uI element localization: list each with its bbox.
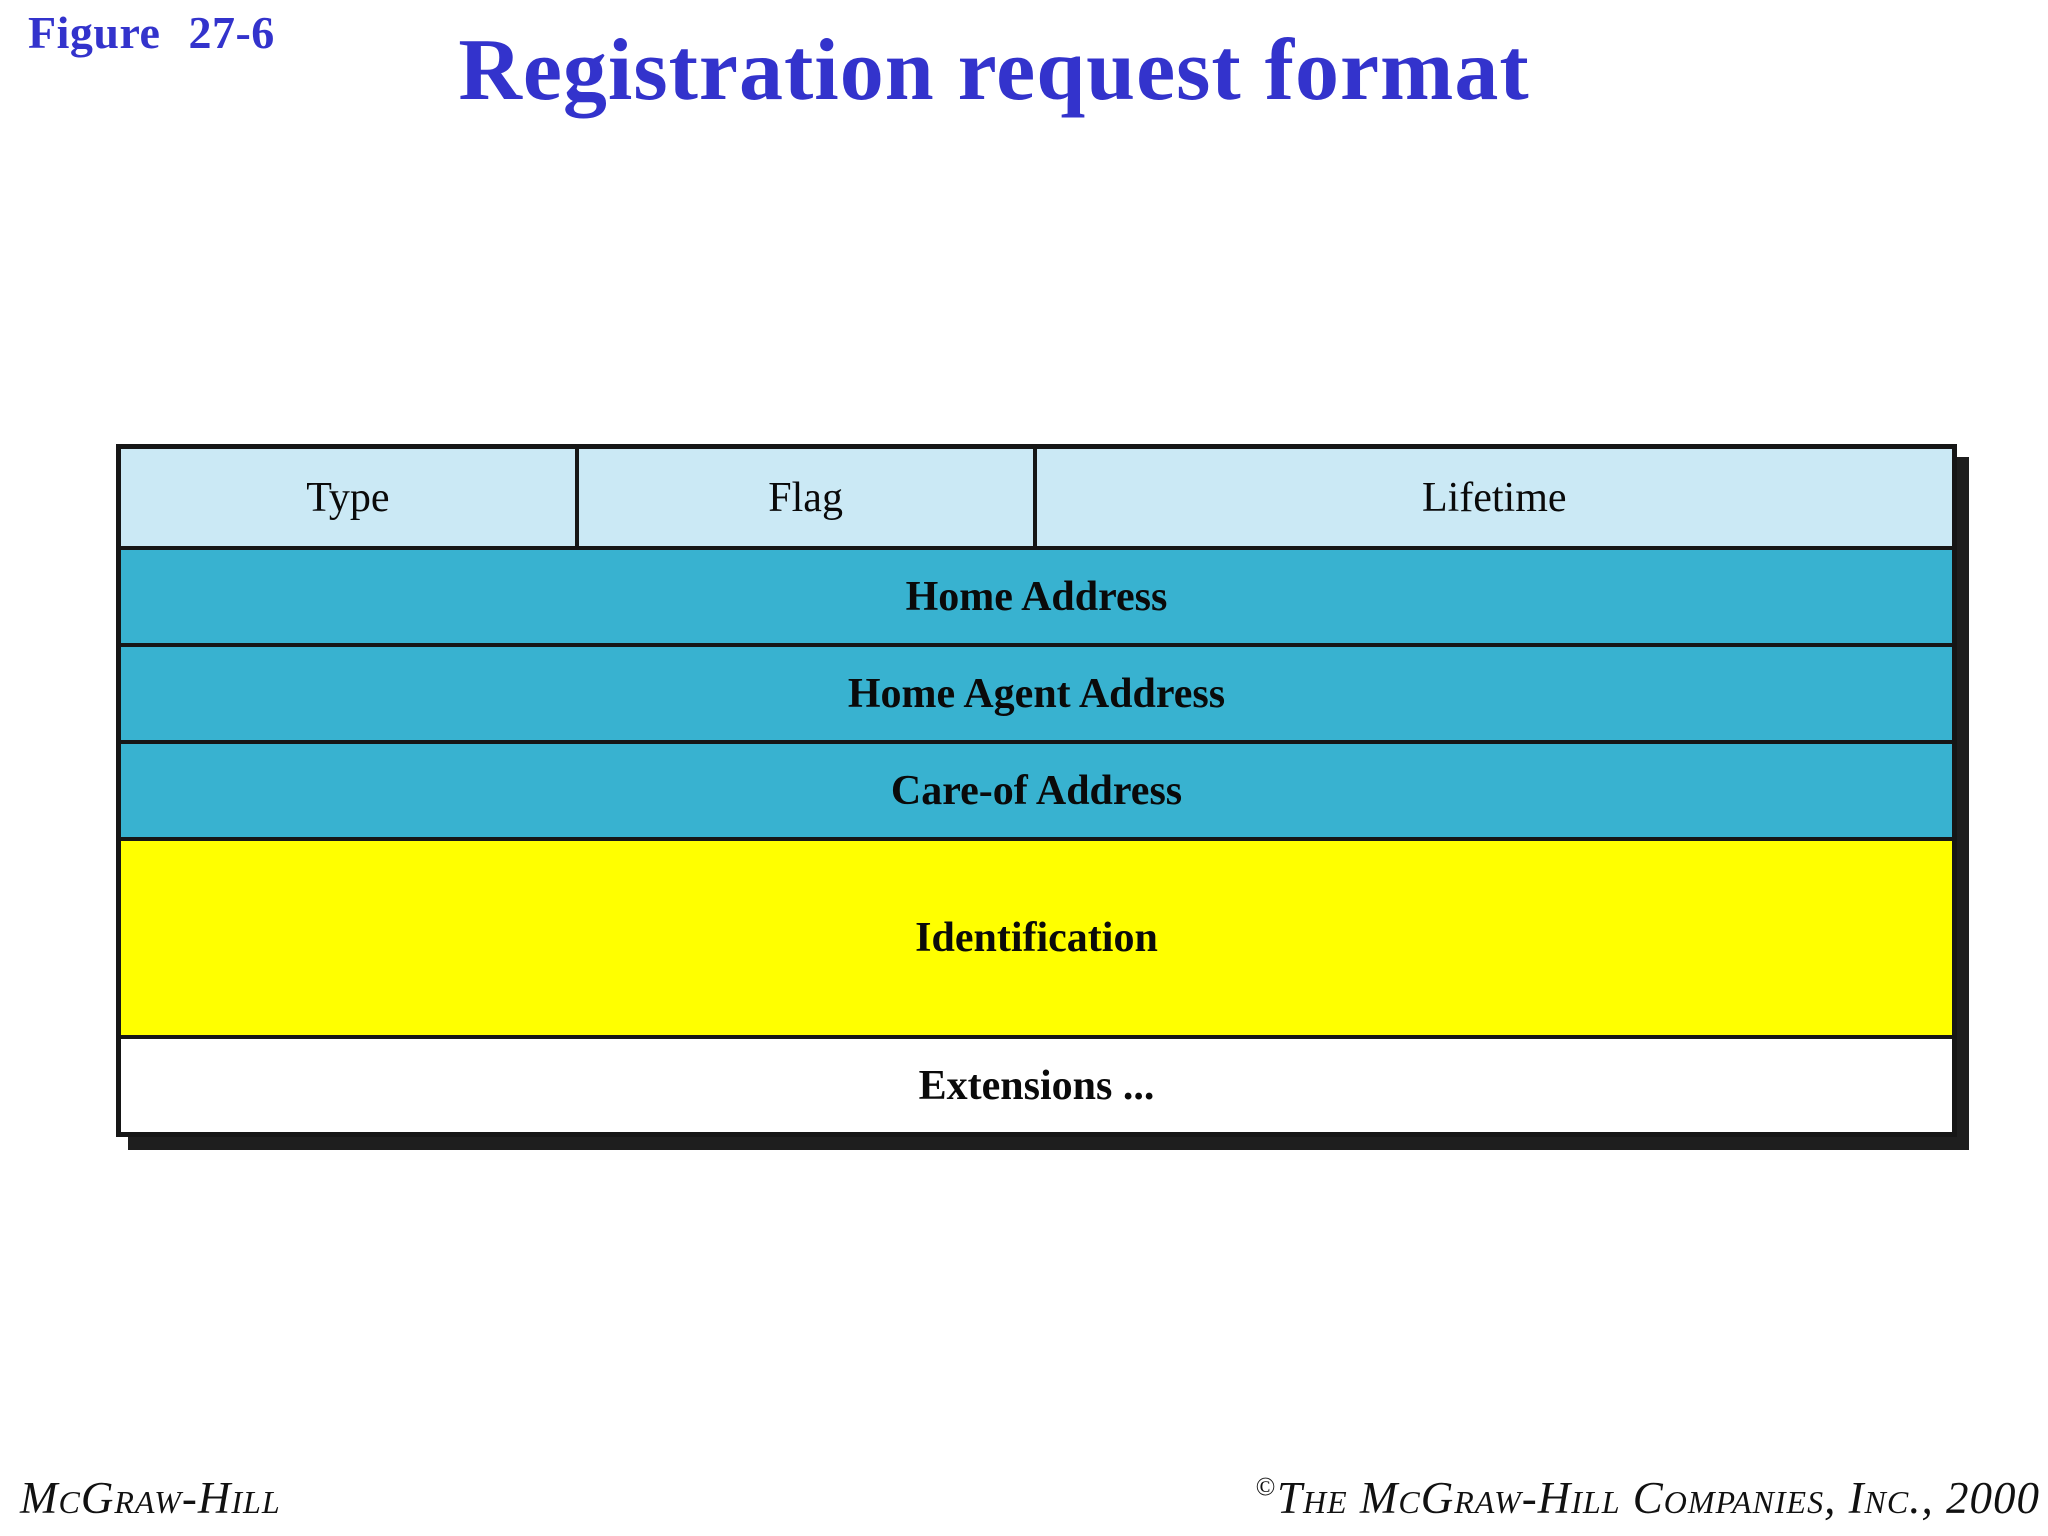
- field-label-lifetime: Lifetime: [1421, 474, 1567, 521]
- header-row: Type Flag Lifetime: [121, 449, 1952, 546]
- field-label-identification: Identification: [915, 915, 1158, 961]
- field-label-care-of-address: Care-of Address: [890, 767, 1183, 814]
- field-row-identification: Identification: [121, 837, 1952, 1035]
- copyright-notice: ©The McGraw-Hill Companies, Inc., 2000: [1255, 1472, 2040, 1524]
- field-cell-lifetime: Lifetime: [1037, 449, 1953, 546]
- field-row-care-of-address: Care-of Address: [121, 740, 1952, 837]
- copyright-symbol: ©: [1255, 1472, 1276, 1501]
- figure-label: Figure 27-6: [28, 7, 275, 58]
- field-label-home-address: Home Address: [905, 573, 1168, 620]
- page-title: Registration request format: [458, 22, 1530, 119]
- field-cell-type: Type: [121, 449, 579, 546]
- packet-format-diagram: Type Flag Lifetime Home Address Home Age…: [116, 444, 1957, 1137]
- field-row-home-address: Home Address: [121, 546, 1952, 643]
- field-cell-flag: Flag: [579, 449, 1037, 546]
- field-label-home-agent-address: Home Agent Address: [847, 670, 1226, 717]
- field-label-flag: Flag: [768, 474, 843, 521]
- publisher-credit: McGraw-Hill: [20, 1473, 281, 1523]
- field-label-extensions: Extensions ...: [918, 1062, 1155, 1109]
- field-label-type: Type: [306, 474, 390, 521]
- copyright-text: The McGraw-Hill Companies, Inc., 2000: [1276, 1473, 2040, 1523]
- field-row-home-agent-address: Home Agent Address: [121, 643, 1952, 740]
- field-row-extensions: Extensions ...: [121, 1035, 1952, 1132]
